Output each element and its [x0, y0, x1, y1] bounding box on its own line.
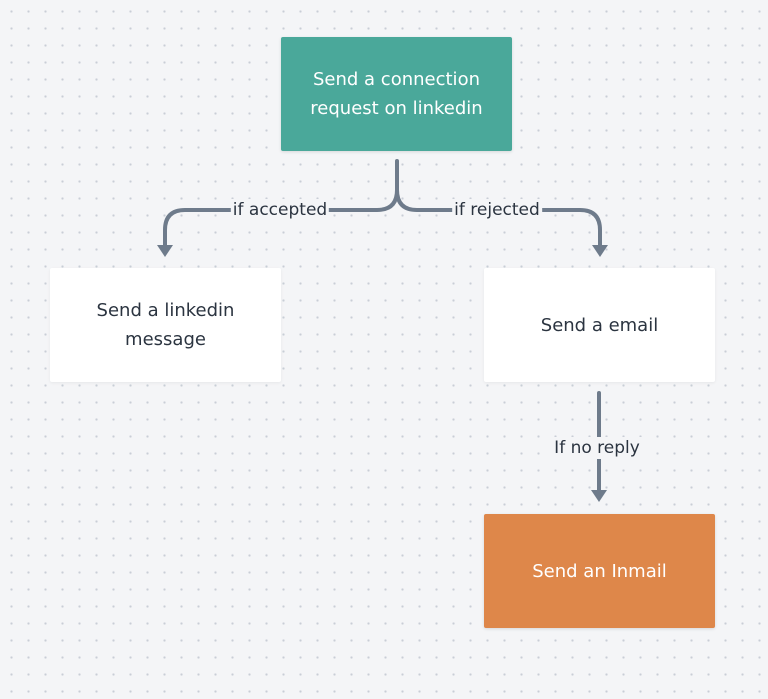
edge-label-no-reply: If no reply: [552, 437, 642, 459]
arrowhead-to-inmail: [591, 490, 607, 502]
edge-label-rejected: if rejected: [452, 199, 542, 221]
node-email-label: Send a email: [540, 314, 659, 336]
node-email[interactable]: Send a email: [484, 268, 715, 382]
arrowhead-to-email: [592, 245, 608, 257]
node-connection-request[interactable]: Send a connection request on linkedin: [281, 37, 512, 151]
node-inmail[interactable]: Send an Inmail: [484, 514, 715, 628]
connector-right-branch: [395, 188, 602, 250]
node-linkedin-message[interactable]: Send a linkedin message: [50, 268, 281, 382]
edge-label-accepted: if accepted: [230, 199, 330, 221]
node-inmail-label: Send an Inmail: [532, 560, 667, 582]
node-connection-request-label: Send a connection request on linkedin: [310, 69, 483, 119]
arrowhead-to-message: [157, 245, 173, 257]
node-linkedin-message-label: Send a linkedin message: [96, 300, 235, 350]
